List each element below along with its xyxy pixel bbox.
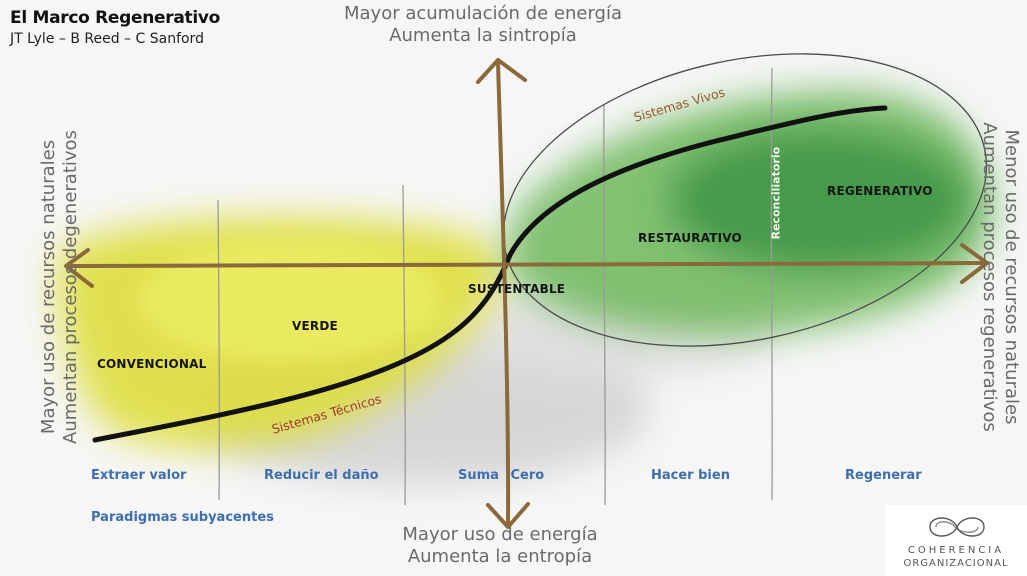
bottom-axis-line-1: Mayor uso de energía: [402, 524, 598, 545]
bottom-axis-caption: Mayor uso de energía Aumenta la entropía: [330, 524, 670, 568]
title-block: El Marco Regenerativo JT Lyle – B Reed –…: [10, 8, 220, 47]
divider-2: [402, 184, 406, 506]
logo-text-coherencia: COHERENCIA: [907, 545, 1005, 556]
horizontal-axis-arrow: [64, 243, 989, 288]
logo-text-organizacional: ORGANIZACIONAL: [903, 558, 1009, 569]
stage-hacer-bien: Hacer bien: [651, 468, 730, 483]
divider-3: [603, 104, 606, 506]
divider-4: [770, 67, 773, 501]
infinity-loop-icon: [929, 517, 985, 537]
zone-regenerativo: REGENERATIVO: [827, 184, 933, 198]
development-curve: [92, 105, 888, 443]
divider-1: [217, 199, 221, 501]
top-axis-line-2: Aumenta la sintropía: [389, 25, 577, 46]
diagram-authors: JT Lyle – B Reed – C Sanford: [10, 31, 204, 47]
paradigmas-subyacentes: Paradigmas subyacentes: [91, 510, 274, 525]
vertical-axis-arrow: [476, 58, 530, 529]
stage-regenerar: Regenerar: [845, 468, 922, 483]
brand-logo: COHERENCIA ORGANIZACIONAL: [885, 505, 1027, 576]
stage-reducir-el-dano: Reducir el daño: [264, 468, 379, 483]
stage-suma-cero: Suma Cero: [458, 468, 545, 483]
zone-verde: VERDE: [292, 319, 338, 333]
right-axis-line-1: Menor uso de recursos naturales: [1001, 129, 1022, 425]
left-axis-line-2: Aumentan procesos degenerativos: [60, 130, 81, 444]
zone-sustentable: SUSTENTABLE: [468, 282, 566, 296]
zone-reconciliatorio: Reconciliatorio: [769, 146, 783, 240]
bottom-axis-line-2: Aumenta la entropía: [407, 546, 593, 567]
yellow-field-bright: [140, 240, 440, 360]
zone-restaurativo: RESTAURATIVO: [638, 231, 742, 245]
top-axis-line-1: Mayor acumulación de energía: [343, 3, 622, 24]
right-axis-caption: Menor uso de recursos naturales Aumentan…: [978, 57, 1022, 497]
left-axis-caption: Mayor uso de recursos naturales Aumentan…: [38, 67, 82, 507]
diagram-title: El Marco Regenerativo: [10, 8, 221, 28]
left-axis-line-1: Mayor uso de recursos naturales: [38, 139, 59, 435]
green-field-dark: [670, 130, 970, 270]
top-axis-caption: Mayor acumulación de energía Aumenta la …: [313, 3, 653, 47]
zone-convencional: CONVENCIONAL: [97, 357, 207, 371]
stage-extraer-valor: Extraer valor: [91, 468, 187, 483]
right-axis-line-2: Aumentan procesos regenerativos: [979, 122, 1000, 432]
